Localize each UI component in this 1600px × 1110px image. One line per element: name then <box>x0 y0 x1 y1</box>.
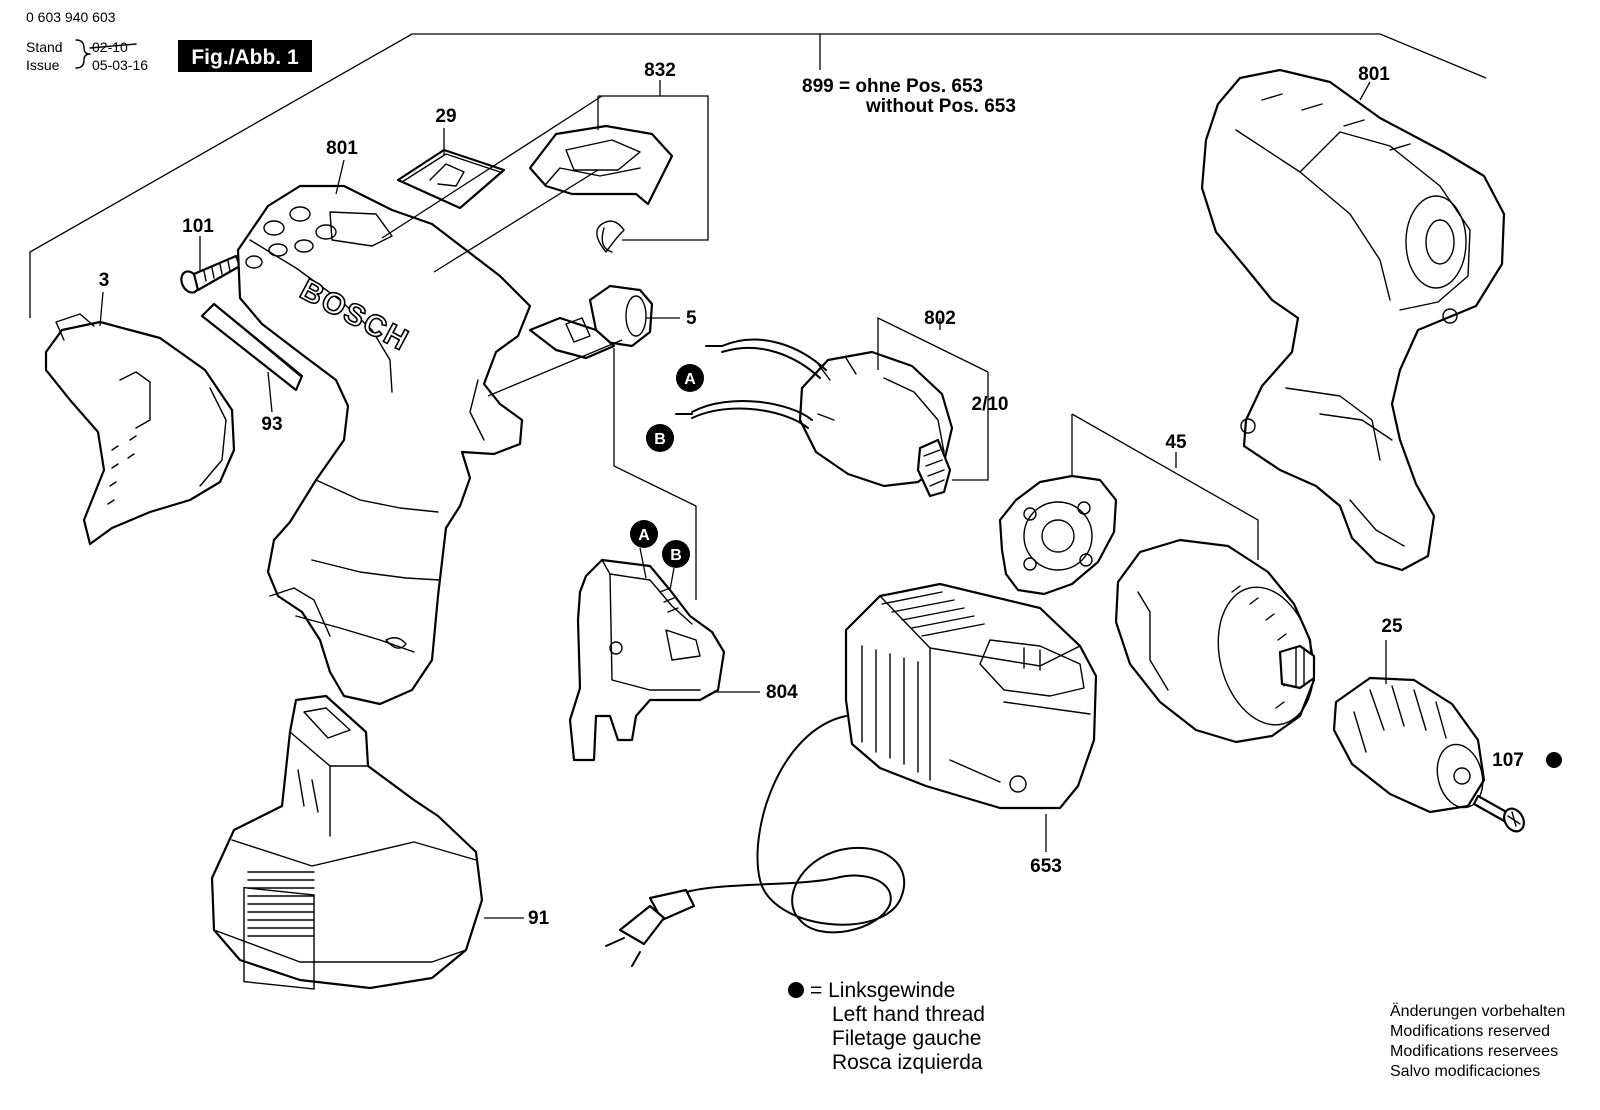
modifications-es: Salvo modificaciones <box>1390 1063 1540 1080</box>
part-trigger-switch <box>568 558 726 762</box>
figure-label: Fig./Abb. 1 <box>191 46 299 69</box>
connector-markers: A B A B <box>630 364 704 568</box>
legend-thread-bullet <box>788 982 804 998</box>
left-hand-thread-marker-107 <box>1546 752 1562 768</box>
legend-line-english: Left hand thread <box>832 1003 985 1026</box>
connector-b-motor <box>646 424 674 452</box>
part-label-804: 804 <box>766 682 798 703</box>
stand-strikethrough <box>89 43 137 49</box>
header-brace <box>75 39 91 69</box>
part-switch-cover <box>528 124 674 253</box>
part-label-5: 5 <box>686 308 697 329</box>
part-screw-107 <box>1472 794 1525 833</box>
part-label-91: 91 <box>528 908 550 929</box>
legend-symbol-note: = Linksgewinde <box>810 979 955 1002</box>
connector-b-motor-label: B <box>654 431 666 448</box>
part-label-25: 25 <box>1381 616 1403 637</box>
modifications-en: Modifications reserved <box>1390 1023 1550 1040</box>
document-number: 0 603 940 603 <box>26 9 116 25</box>
modifications-de: Änderungen vorbehalten <box>1390 1002 1565 1020</box>
part-housing-right <box>1200 68 1506 572</box>
modifications-fr: Modifications reservees <box>1390 1043 1558 1060</box>
part-battery <box>210 694 484 990</box>
assembly-note-line1: 899 = ohne Pos. 653 <box>802 76 983 97</box>
stand-value: 02-10 <box>92 39 128 55</box>
part-rating-plate <box>396 148 506 210</box>
part-label-832: 832 <box>644 60 676 81</box>
part-label-101: 101 <box>182 216 214 237</box>
part-housing-left: BOSCH <box>236 184 532 706</box>
assembly-bracket-line <box>29 33 1487 318</box>
thread-legend: = Linksgewinde Left hand thread Filetage… <box>788 979 985 1074</box>
document-header: 0 603 940 603 Stand Issue 02-10 05-03-16… <box>26 9 312 73</box>
part-chuck <box>1332 676 1486 814</box>
part-label-801-right: 801 <box>1358 64 1390 85</box>
part-label-802: 802 <box>924 308 956 329</box>
figure-badge <box>178 40 312 72</box>
part-label-2-10: 2/10 <box>972 394 1009 415</box>
part-side-cover <box>44 313 236 546</box>
issue-label: Issue <box>26 57 60 73</box>
part-charger <box>605 582 1098 967</box>
connector-a-motor <box>676 364 704 392</box>
legend-line-french: Filetage gauche <box>832 1027 981 1050</box>
part-gearbox <box>1114 538 1316 744</box>
connector-a-motor-label: A <box>684 371 696 388</box>
modifications-note: Änderungen vorbehalten Modifications res… <box>1390 1002 1565 1080</box>
assembly-note-line2: without Pos. 653 <box>865 96 1016 117</box>
leader-lines <box>99 80 1387 919</box>
part-label-107: 107 <box>1492 750 1524 771</box>
legend-line-spanish: Rosca izquierda <box>832 1051 983 1074</box>
part-label-strip <box>200 302 304 392</box>
part-label-93: 93 <box>261 414 282 435</box>
stand-label: Stand <box>26 39 63 55</box>
part-motor <box>675 338 954 498</box>
part-label-801-left: 801 <box>326 138 358 159</box>
part-label-45: 45 <box>1165 432 1187 453</box>
connector-a-switch <box>630 520 658 548</box>
part-label-29: 29 <box>435 106 456 127</box>
connector-b-switch <box>662 540 690 568</box>
issue-value: 05-03-16 <box>92 57 148 73</box>
part-screw-101 <box>180 254 242 294</box>
connector-a-switch-label: A <box>638 527 650 544</box>
assembly-bracket: 899 = ohne Pos. 653 without Pos. 653 <box>29 33 1487 318</box>
part-label-653: 653 <box>1030 856 1062 877</box>
part-bearing-plate <box>998 474 1118 596</box>
part-slider-switch <box>528 284 654 360</box>
part-label-3: 3 <box>99 270 110 291</box>
part-labels: 3 29 801 101 93 832 5 802 2/10 45 801 80… <box>99 60 1562 929</box>
connector-b-switch-label: B <box>670 547 682 564</box>
